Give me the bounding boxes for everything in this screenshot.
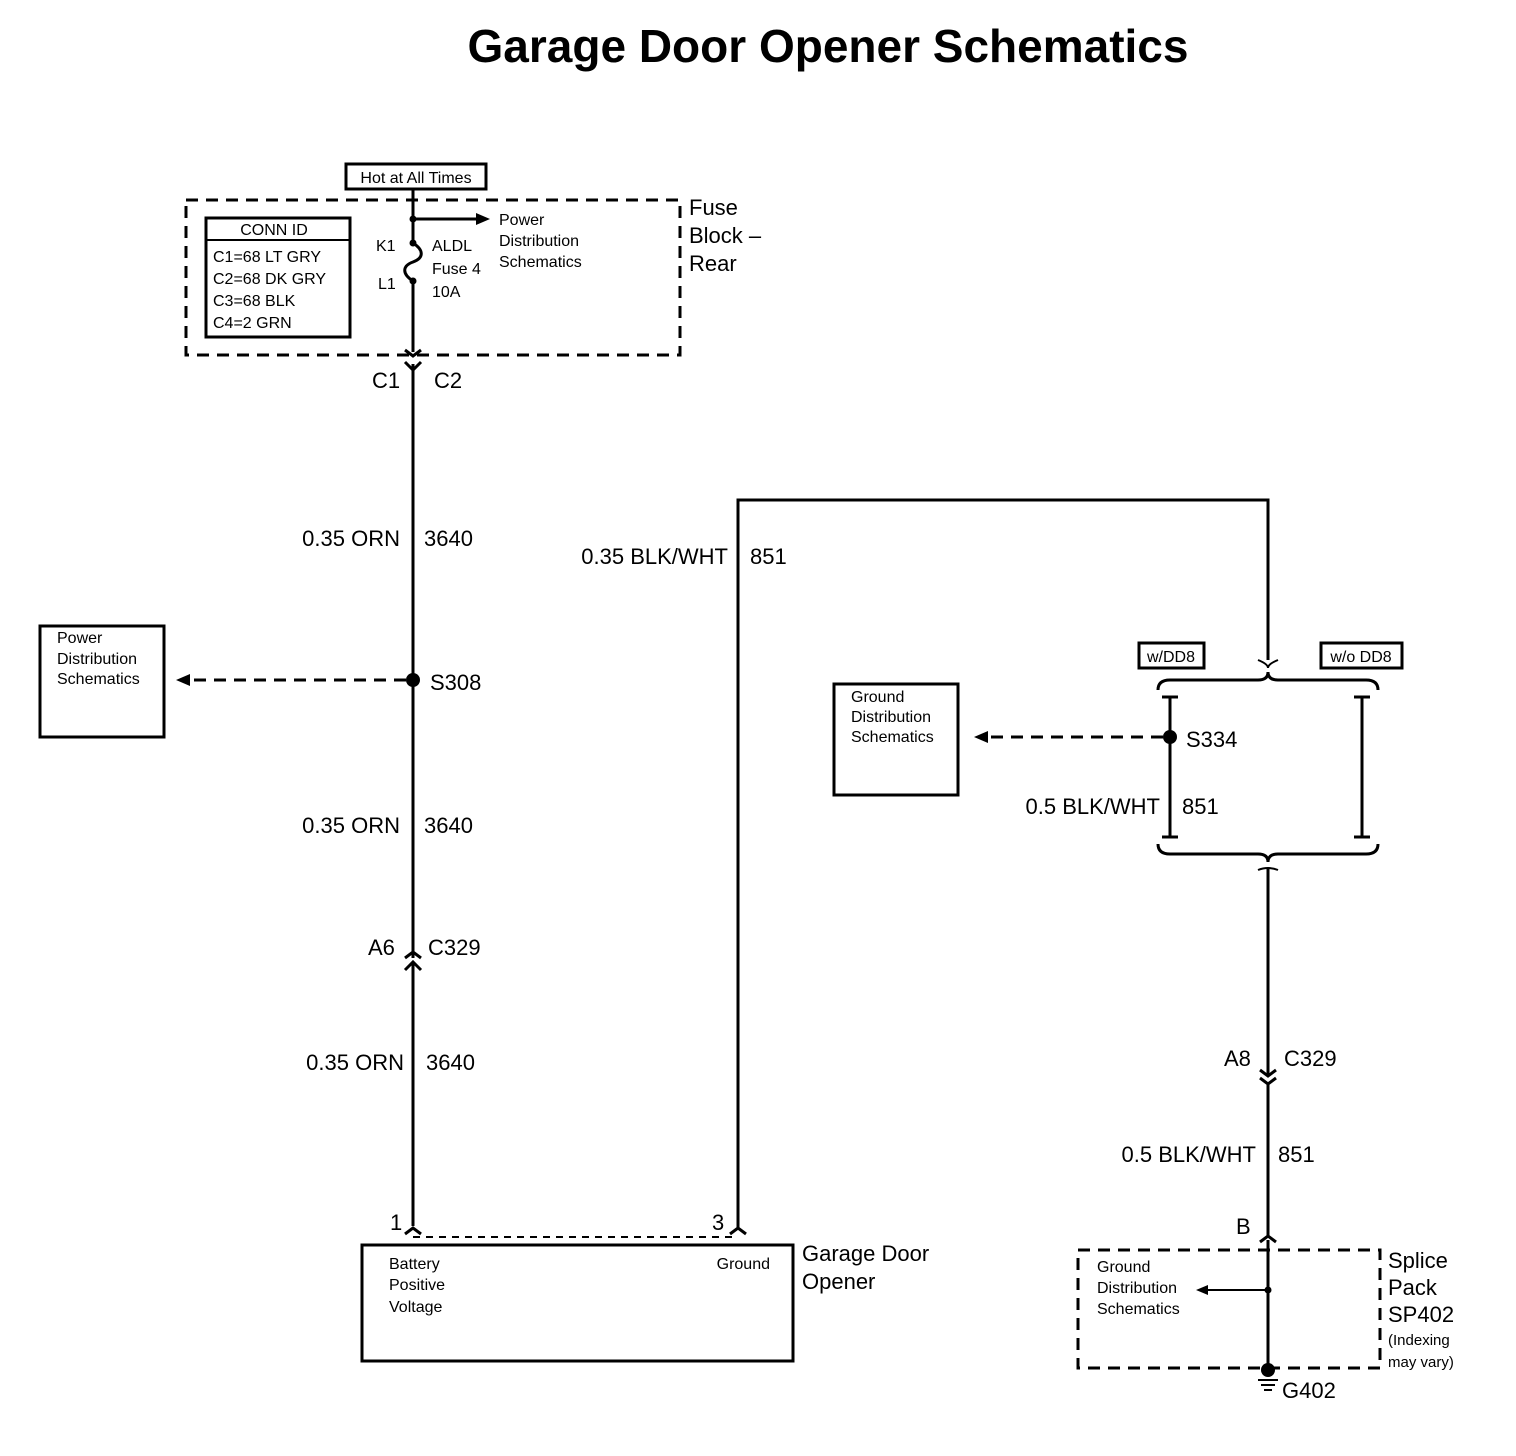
opener-pin-3: 3: [712, 1210, 724, 1235]
wire-3640-seg1-size: 0.35 ORN: [302, 526, 400, 551]
fuse-label-line-2: Fuse 4: [432, 261, 481, 278]
splice-pack-note-line-2: may vary): [1388, 1354, 1454, 1371]
power-distribution-arrow-icon: [476, 213, 490, 225]
opener-pin-3-connector-icon: [729, 1226, 747, 1236]
diagram-title: Garage Door Opener Schematics: [468, 20, 1189, 72]
option-with-dd8-box: [1137, 641, 1206, 670]
splice-pack-name-line-3: SP402: [1388, 1302, 1454, 1327]
conn-id-c1: C1=68 LT GRY: [213, 249, 321, 266]
ground-dist-box-line-3: Schematics: [851, 729, 934, 746]
opener-pin-1: 1: [390, 1210, 402, 1235]
splice-s308-dot: [406, 673, 420, 687]
splice-pack-note-line-1: (Indexing: [1388, 1332, 1450, 1349]
power-dist-box-line-2: Distribution: [57, 651, 137, 668]
conn-id-header: CONN ID: [240, 222, 308, 239]
circuit-851-wire-top: [736, 498, 1270, 1228]
splice-pack-ref-line-2: Distribution: [1097, 1280, 1177, 1297]
hot-at-all-times-box: [344, 162, 488, 191]
connector-c2-label: C2: [434, 368, 462, 393]
hot-at-all-times-label: Hot at All Times: [360, 170, 471, 187]
splice-pack-pin-b-connector-icon: [1259, 1234, 1277, 1244]
wire-851-top-size: 0.35 BLK/WHT: [581, 544, 728, 569]
fuse-symbol-icon: [403, 241, 423, 283]
fuse-4-circuit: [403, 189, 490, 352]
power-dist-box-line-1: Power: [57, 630, 103, 647]
opener-ground-label: Ground: [717, 1256, 770, 1273]
opener-name-line-2: Opener: [802, 1269, 875, 1294]
fuse-block-name-line-2: Block –: [689, 223, 762, 248]
opener-batt-line-2: Positive: [389, 1277, 445, 1294]
wire-851-low-size: 0.5 BLK/WHT: [1122, 1142, 1256, 1167]
fuse-label-line-3: 10A: [432, 284, 461, 301]
branch-with-dd8-wire: [1162, 695, 1172, 839]
connector-c329-a6-icon: [404, 950, 422, 960]
fuse-power-ref-line-2: Distribution: [499, 233, 579, 250]
wire-851-mid-circuit: 851: [1182, 794, 1219, 819]
wire-3640-seg2-size: 0.35 ORN: [302, 813, 400, 838]
splice-s308-label: S308: [430, 670, 481, 695]
option-brace-top: [1156, 659, 1380, 691]
power-distribution-box: [38, 624, 166, 739]
fuse-pin-k1: K1: [376, 238, 396, 255]
power-dist-box-line-3: Schematics: [57, 671, 140, 688]
wire-3640-seg1-circuit: 3640: [424, 526, 473, 551]
conn-id-c2: C2=68 DK GRY: [213, 271, 326, 288]
conn-id-table: CONN ID C1=68 LT GRY C2=68 DK GRY C3=68 …: [204, 216, 352, 339]
conn-id-c3: C3=68 BLK: [213, 293, 296, 310]
wire-3640-seg3-size: 0.35 ORN: [306, 1050, 404, 1075]
option-with-dd8-label: w/DD8: [1146, 649, 1195, 666]
connector-c1-label: C1: [372, 368, 400, 393]
ground-distribution-box: [832, 682, 960, 797]
option-brace-bottom: [1156, 843, 1380, 871]
connector-c1-c2-icon: [404, 348, 422, 358]
fuse-pin-l1: L1: [378, 276, 396, 293]
opener-batt-line-1: Battery: [389, 1256, 440, 1273]
splice-pack-sp402-outline: [1076, 1248, 1382, 1370]
connector-a6-pin: A6: [368, 935, 395, 960]
option-without-dd8-label: w/o DD8: [1329, 649, 1391, 666]
wire-851-top-circuit: 851: [750, 544, 787, 569]
connector-c329-right-label: C329: [1284, 1046, 1337, 1071]
ground-g402-label: G402: [1282, 1378, 1336, 1403]
splice-s334-dot: [1163, 730, 1177, 744]
connector-a8-pin: A8: [1224, 1046, 1251, 1071]
fuse-power-ref-line-3: Schematics: [499, 254, 582, 271]
splice-pack-ref-line-1: Ground: [1097, 1259, 1150, 1276]
wire-3640-seg2-circuit: 3640: [424, 813, 473, 838]
opener-pin-1-connector-icon: [404, 1226, 422, 1236]
splice-pack-ref-line-3: Schematics: [1097, 1301, 1180, 1318]
splice-pack-name-line-1: Splice: [1388, 1248, 1448, 1273]
connector-c329-a8-icon: [1259, 1068, 1277, 1078]
fuse-block-name-line-1: Fuse: [689, 195, 738, 220]
fuse-block-rear-outline: [184, 198, 682, 357]
ground-dist-arrow-icon: [974, 731, 988, 743]
wire-3640-seg3-circuit: 3640: [426, 1050, 475, 1075]
splice-s334-label: S334: [1186, 727, 1237, 752]
ground-dist-box-line-1: Ground: [851, 689, 904, 706]
fuse-label-line-1: ALDL: [432, 238, 472, 255]
opener-batt-line-3: Voltage: [389, 1299, 442, 1316]
wire-851-mid-size: 0.5 BLK/WHT: [1026, 794, 1160, 819]
conn-id-c4: C4=2 GRN: [213, 315, 292, 332]
splice-pack-name-line-2: Pack: [1388, 1275, 1438, 1300]
ground-g402-icon: [1258, 1363, 1278, 1391]
ground-dist-box-line-2: Distribution: [851, 709, 931, 726]
connector-c329-left-label: C329: [428, 935, 481, 960]
fuse-power-ref-line-1: Power: [499, 212, 545, 229]
opener-name-line-1: Garage Door: [802, 1241, 929, 1266]
option-without-dd8-box: [1319, 641, 1404, 670]
garage-door-opener-box: [360, 1243, 795, 1363]
power-dist-arrow-icon: [176, 674, 190, 686]
fuse-block-name-line-3: Rear: [689, 251, 737, 276]
splice-pack-ground-arrow-icon: [1196, 1285, 1208, 1295]
splice-pack-pin-b: B: [1236, 1214, 1251, 1239]
wire-851-low-circuit: 851: [1278, 1142, 1315, 1167]
branch-without-dd8-wire: [1354, 695, 1364, 839]
